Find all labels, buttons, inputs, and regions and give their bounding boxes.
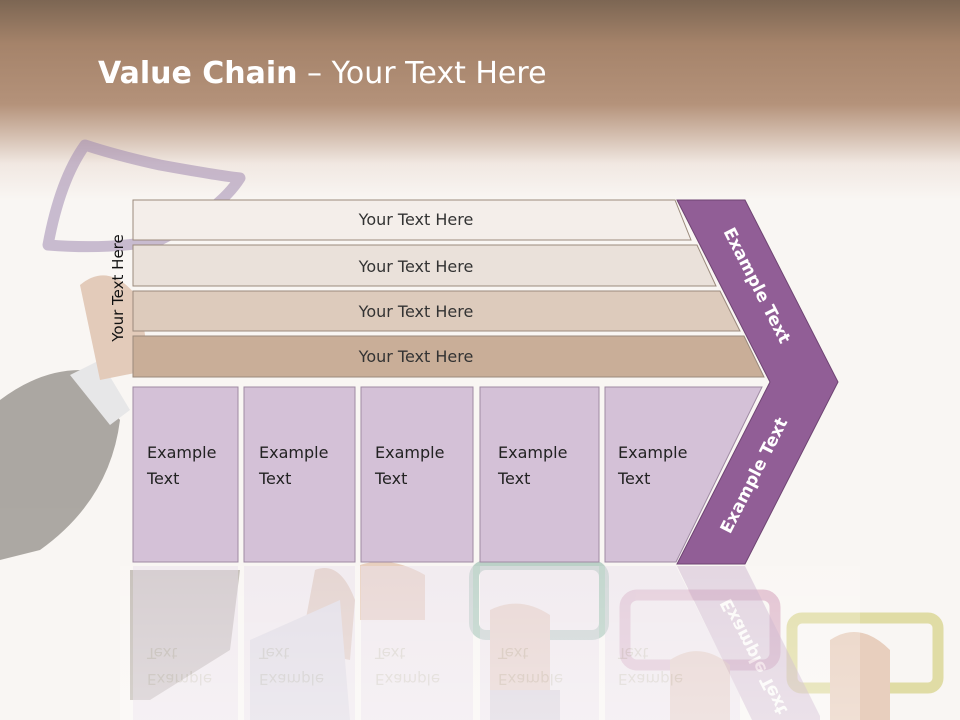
box-5-line1: Example [618,443,687,462]
row-2-label: Your Text Here [358,257,474,276]
slide-title: Value Chain – Your Text Here [98,56,547,91]
support-rows: Your Text Here Your Text Here Your Text … [132,199,765,378]
box-4 [479,386,600,563]
box-1-line2: Text [146,469,179,488]
box-5-line2: Text [617,469,650,488]
reflection-fade [120,566,860,720]
chevron-shape [676,199,839,565]
box-1 [132,386,239,563]
box-3-line2: Text [374,469,407,488]
row-2-shape [132,244,717,287]
row-1-label: Your Text Here [358,210,474,229]
title-rest: – Your Text Here [297,56,547,91]
title-bold: Value Chain [98,56,298,91]
row-1-shape [132,199,692,241]
row-4-shape [132,335,765,378]
box-2 [243,386,356,563]
box-3-line1: Example [375,443,444,462]
box-3 [360,386,474,563]
row-4-label: Your Text Here [358,347,474,366]
box-1-line1: Example [147,443,216,462]
box-4-line1: Example [498,443,567,462]
box-5 [604,386,763,563]
box-2-line1: Example [259,443,328,462]
primary-boxes: Example Text Example Text Example Text E… [132,386,763,563]
row-3-shape [132,290,741,332]
box-2-line2: Text [258,469,291,488]
box-4-line2: Text [497,469,530,488]
row-3-label: Your Text Here [358,302,474,321]
